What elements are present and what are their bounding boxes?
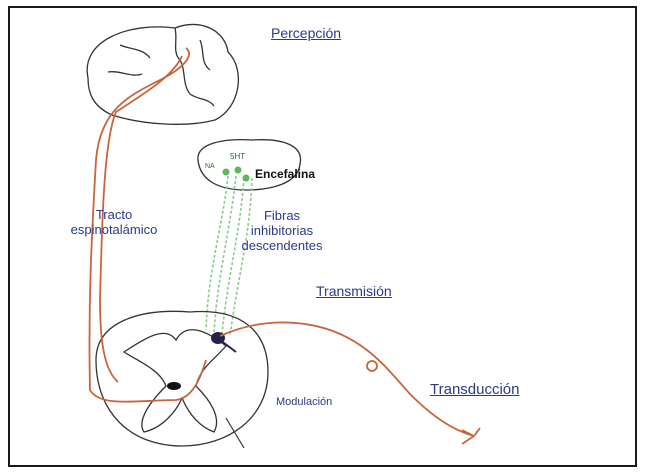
fibers-label: Fibras inhibitorias descendentes xyxy=(232,208,332,253)
5ht-soma xyxy=(235,167,242,174)
dorsal-root-ganglion xyxy=(367,361,377,371)
tract-label: Tracto espinotalámico xyxy=(54,207,174,237)
na-soma xyxy=(223,169,230,176)
label-transduccion: Transducción xyxy=(430,381,520,398)
label-percepcion: Percepción xyxy=(271,25,341,41)
label-transmision: Transmisión xyxy=(316,283,392,299)
brain-cortex xyxy=(87,24,238,124)
label-encefalina: Encefalina xyxy=(255,167,315,181)
label-modulacion: Modulación xyxy=(276,396,332,408)
label-inhibitorias: inhibitorias xyxy=(232,223,332,238)
neuron-somas xyxy=(223,167,250,182)
label-5ht: 5HT xyxy=(230,152,245,161)
spinal-cord xyxy=(96,311,268,446)
label-tracto: Tracto xyxy=(54,207,174,222)
encefalina-soma xyxy=(243,175,250,182)
label-descendentes: descendentes xyxy=(232,238,332,253)
ventral-root xyxy=(226,418,244,448)
label-na: NA xyxy=(205,163,215,170)
label-espinotalamico: espinotalámico xyxy=(54,222,174,237)
label-fibras: Fibras xyxy=(232,208,332,223)
central-canal xyxy=(167,382,181,390)
